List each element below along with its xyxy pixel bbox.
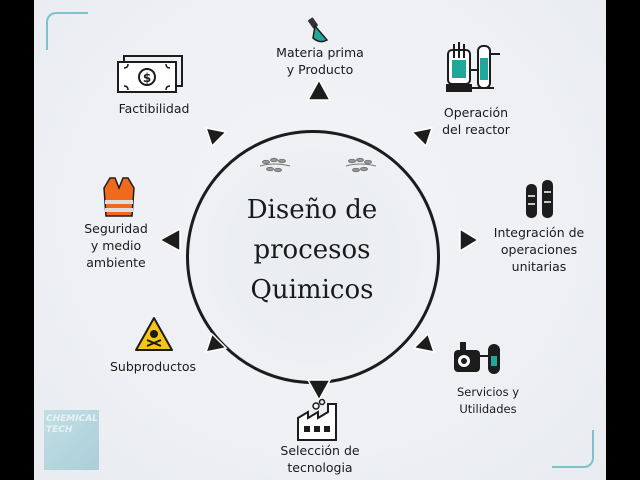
laurel-left-icon: [259, 157, 291, 173]
node-label: Seguridad: [84, 221, 148, 236]
node-label: tecnologia: [287, 460, 353, 475]
node-label: Subproductos: [109, 359, 197, 374]
node-factibilidad: Factibilidad: [104, 100, 204, 117]
arrow-left: [158, 227, 181, 253]
dollar-bill-icon: $: [117, 55, 183, 93]
flask-icon: [308, 17, 329, 43]
arrow-bottom-right: [412, 332, 436, 353]
node-label: Factibilidad: [118, 101, 190, 116]
node-seguridad: Seguridad y medio ambiente: [66, 220, 166, 271]
node-label: operaciones: [500, 242, 578, 257]
node-label: ambiente: [86, 255, 146, 270]
node-label: unitarias: [511, 259, 567, 274]
node-seleccion: Selección de tecnologia: [260, 442, 380, 476]
arrow-right: [459, 227, 480, 253]
arrows-layer: [158, 78, 480, 402]
logo-line: TECH: [46, 425, 73, 435]
svg-text:$: $: [143, 71, 151, 85]
node-label: del reactor: [442, 122, 510, 137]
node-label: Utilidades: [459, 402, 517, 416]
arrow-bottom: [306, 379, 332, 402]
node-subproductos: Subproductos: [98, 358, 208, 375]
node-operacion-reactor: Operación del reactor: [426, 104, 526, 138]
node-label: y medio: [90, 238, 142, 253]
node-materia-prima: Materia prima y Producto: [260, 44, 380, 78]
factory-icon: [297, 398, 337, 441]
arrow-bottom-left: [204, 332, 228, 353]
title-line: procesos: [253, 235, 371, 265]
columns-icon: [526, 180, 553, 218]
hazard-icon: [135, 317, 173, 351]
boiler-icon: [454, 342, 500, 374]
diagram-canvas: Diseño de procesos Quimicos Materia prim…: [34, 0, 606, 480]
arrow-top-right: [410, 127, 434, 148]
node-integracion: Integración de operaciones unitarias: [480, 224, 598, 275]
node-servicios: Servicios y Utilidades: [438, 384, 538, 418]
corner-decoration: [552, 430, 594, 468]
arrow-top: [306, 78, 332, 101]
node-label: Selección de: [280, 443, 360, 458]
reactor-icon: [446, 42, 500, 92]
node-label: Servicios y: [456, 385, 520, 399]
node-label: Materia prima: [276, 45, 364, 60]
arrow-top-left: [204, 127, 228, 148]
logo-line: CHEMICAL: [46, 414, 98, 424]
title-line: Quimicos: [250, 275, 374, 305]
page-title: Diseño de procesos Quimicos: [206, 190, 418, 310]
corner-decoration: [46, 12, 88, 50]
laurel-right-icon: [345, 157, 377, 173]
logo: CHEMICAL TECH: [44, 410, 99, 470]
title-line: Diseño de: [246, 195, 378, 225]
node-label: Integración de: [493, 225, 585, 240]
node-label: Operación: [443, 105, 509, 120]
node-label: y Producto: [286, 62, 354, 77]
safety-vest-icon: [103, 177, 135, 217]
